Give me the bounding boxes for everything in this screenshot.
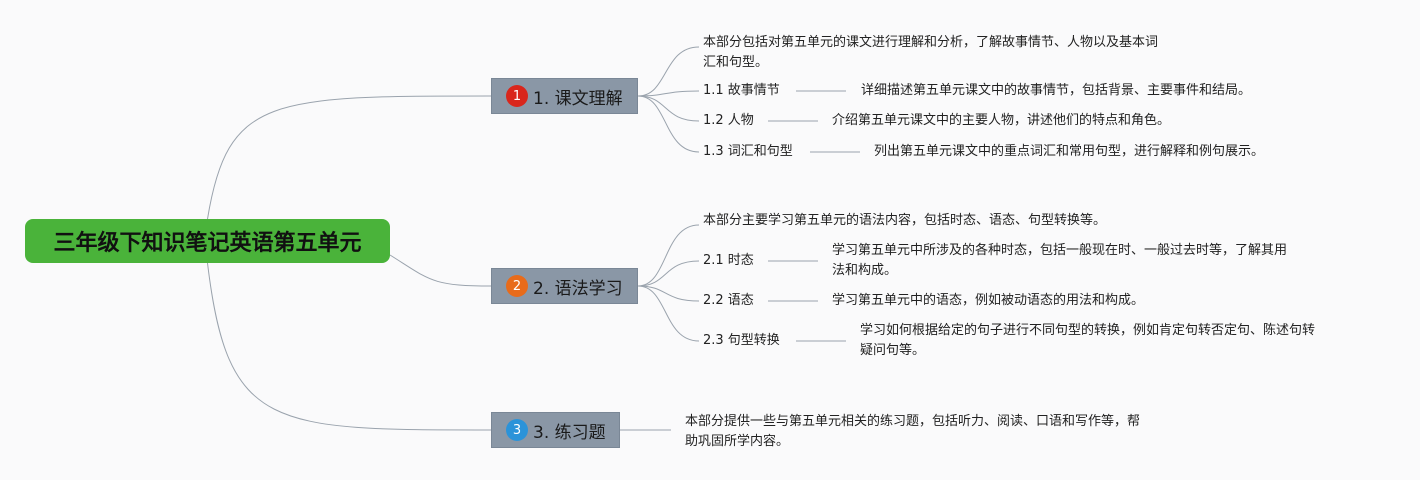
number-badge-icon: 3: [506, 419, 528, 441]
subtopic-label[interactable]: 1.2 人物: [703, 113, 754, 128]
subtopic-label[interactable]: 2.3 句型转换: [703, 333, 780, 348]
subtopic-description-line[interactable]: 疑问句等。: [860, 343, 926, 358]
branch-label: 3. 练习题: [533, 422, 606, 443]
connector-root-branch-2: [389, 254, 492, 287]
branch-label: 1. 课文理解: [533, 88, 623, 109]
branch-summary-line[interactable]: 本部分包括对第五单元的课文进行理解和分析，了解故事情节、人物以及基本词: [703, 35, 1159, 50]
subtopic-label[interactable]: 1.1 故事情节: [703, 83, 780, 98]
subtopic-label[interactable]: 2.2 语态: [703, 293, 754, 308]
branch-summary-line[interactable]: 本部分提供一些与第五单元相关的练习题，包括听力、阅读、口语和写作等，帮: [685, 414, 1141, 429]
subtopic-label[interactable]: 1.3 词汇和句型: [703, 144, 793, 159]
connector-branch-summary: [637, 224, 700, 287]
subtopic-description-line[interactable]: 学习如何根据给定的句子进行不同句型的转换，例如肯定句转否定句、陈述句转: [860, 323, 1316, 338]
connector-branch-item: [637, 95, 700, 153]
subtopic-description-line[interactable]: 学习第五单元中所涉及的各种时态，包括一般现在时、一般过去时等，了解其用: [832, 243, 1288, 258]
subtopic-description-line[interactable]: 列出第五单元课文中的重点词汇和常用句型，进行解释和例句展示。: [874, 144, 1265, 159]
connector-branch-summary: [637, 46, 700, 97]
subtopic-description-line[interactable]: 学习第五单元中的语态，例如被动语态的用法和构成。: [832, 293, 1145, 308]
root-topic[interactable]: 三年级下知识笔记英语第五单元: [25, 219, 390, 263]
connector-branch-item: [637, 285, 700, 342]
subtopic-label[interactable]: 2.1 时态: [703, 253, 754, 268]
connector-branch-item: [637, 285, 700, 302]
subtopic-description-line[interactable]: 介绍第五单元课文中的主要人物，讲述他们的特点和角色。: [832, 113, 1171, 128]
subtopic-description-line[interactable]: 法和构成。: [832, 263, 898, 278]
branch-summary-line[interactable]: 汇和句型。: [703, 55, 769, 70]
root-title: 三年级下知识笔记英语第五单元: [53, 231, 362, 256]
connector-root-branch-1: [207, 95, 492, 220]
branch-summary-line[interactable]: 助巩固所学内容。: [685, 434, 790, 449]
branch-label: 2. 语法学习: [533, 278, 623, 299]
subtopic-description-line[interactable]: 详细描述第五单元课文中的故事情节，包括背景、主要事件和结局。: [861, 83, 1252, 98]
branch-summary-line[interactable]: 本部分主要学习第五单元的语法内容，包括时态、语态、句型转换等。: [703, 213, 1107, 228]
number-badge-icon: 2: [506, 275, 528, 297]
connector-branch-item: [637, 90, 700, 97]
connector-root-branch-3: [207, 262, 492, 431]
number-badge-icon: 1: [506, 85, 528, 107]
connector-branch-item: [637, 260, 700, 287]
connector-branch-item: [637, 95, 700, 122]
